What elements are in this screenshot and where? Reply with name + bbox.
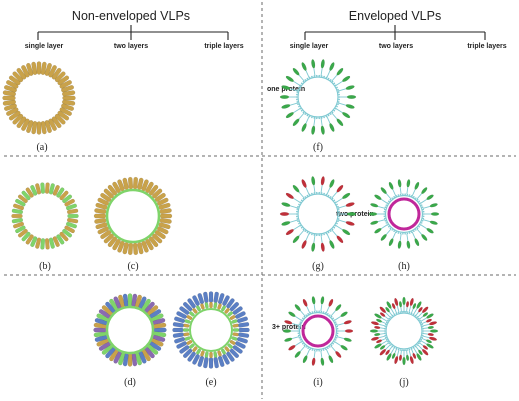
particle-e [172,291,250,369]
particle-j [369,296,439,366]
particle-c [93,176,173,256]
heading-enveloped: Enveloped VLPs [349,9,441,23]
particle-h [368,179,440,249]
particle-i [282,296,354,366]
col-label-ne-two: two layers [114,43,148,50]
caption-a: (a) [36,142,47,153]
caption-j: (j) [399,377,408,388]
particle-d [93,293,167,367]
heading-non-enveloped: Non-enveloped VLPs [72,9,190,23]
caption-d: (d) [124,377,136,388]
row-label-3plus-protein: 3+ protein [272,324,306,331]
col-label-ne-triple: triple layers [204,43,243,50]
caption-f: (f) [313,142,323,153]
col-label-env-triple: triple layers [467,43,506,50]
caption-b: (b) [39,261,51,272]
bracket-non-enveloped [37,25,229,40]
caption-e: (e) [205,377,216,388]
col-label-env-single: single layer [290,43,329,50]
particle-g [279,176,357,252]
particle-f [279,59,357,135]
caption-c: (c) [127,261,138,272]
caption-g: (g) [312,261,324,272]
row-label-one-protein: one protein [267,86,305,93]
caption-h: (h) [398,261,410,272]
caption-i: (i) [313,377,322,388]
particle-a [2,61,76,135]
col-label-ne-single: single layer [25,43,64,50]
bracket-enveloped [304,25,486,40]
col-label-env-two: two layers [379,43,413,50]
particle-b [11,182,79,250]
